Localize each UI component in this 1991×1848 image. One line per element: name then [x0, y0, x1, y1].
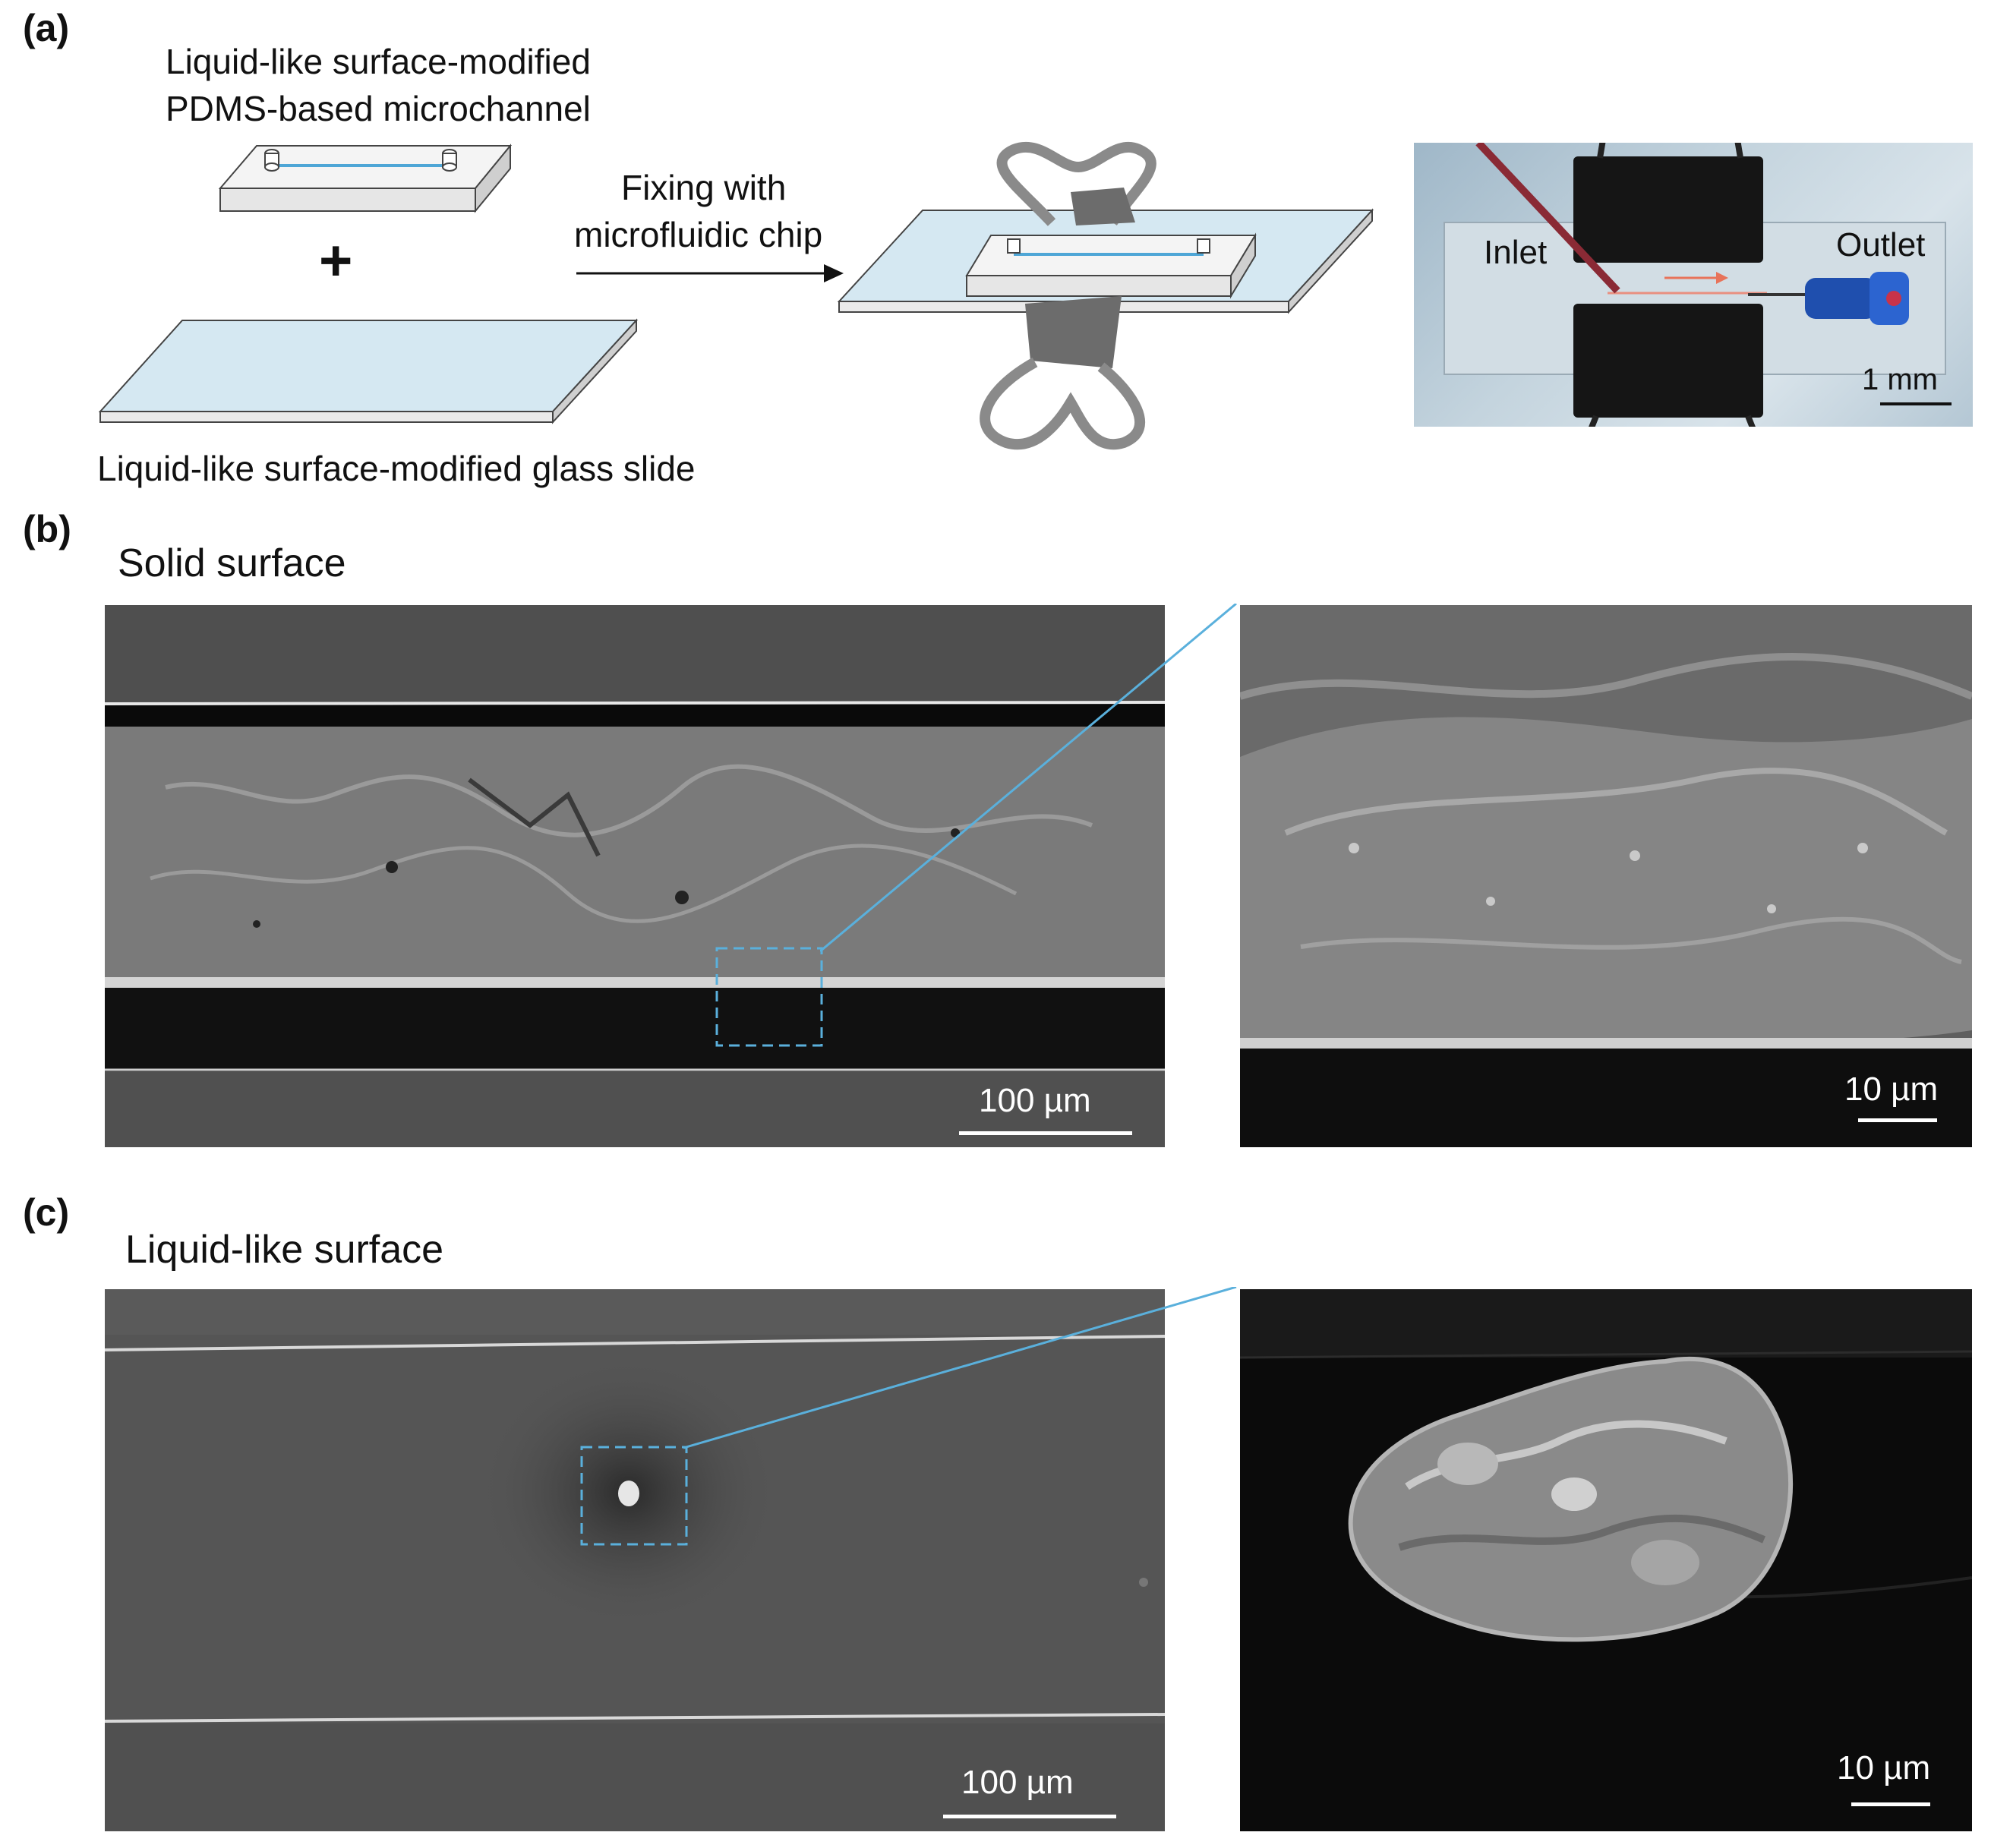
- particle-small: [618, 1481, 639, 1506]
- panel-c-title: Liquid-like surface: [125, 1228, 444, 1272]
- sem-solid-overview-drawing: [105, 605, 1165, 1147]
- sem-liquid-zoom: 10 µm: [1240, 1289, 1972, 1831]
- chip-photo-drawing: [1444, 143, 1946, 427]
- panel-b-label: (b): [23, 508, 71, 550]
- channel-caption-line1: Liquid-like surface-modified: [166, 42, 591, 81]
- plus-sign: +: [319, 229, 353, 293]
- zoom-box-b: [715, 947, 823, 1047]
- panel-c-right-scale: 10 µm: [1837, 1749, 1931, 1787]
- zoom-line-c: [683, 1287, 1237, 1449]
- photo-outlet-label: Outlet: [1836, 226, 1926, 263]
- sem-solid-overview: 100 µm: [105, 605, 1165, 1147]
- assembled-chip-diagram: [837, 141, 1374, 450]
- panel-c-label: (c): [23, 1191, 70, 1234]
- arrow-caption-line1: Fixing with: [621, 168, 787, 207]
- panel-b-title: Solid surface: [118, 541, 346, 585]
- bottom-binder-clip-icon: [980, 296, 1145, 450]
- photo-inlet-label: Inlet: [1484, 234, 1548, 271]
- panel-b-right-scale: 10 µm: [1844, 1071, 1939, 1108]
- zoom-line-b: [820, 604, 1237, 953]
- chip-photo: Inlet Outlet 1 mm: [1414, 143, 1973, 427]
- panel-a-label: (a): [23, 7, 70, 49]
- process-arrow-icon: [576, 264, 844, 282]
- slide-caption: Liquid-like surface-modified glass slide: [97, 449, 696, 488]
- outlet-port-icon: [442, 149, 457, 172]
- sem-liquid-overview: 100 µm: [105, 1289, 1165, 1831]
- channel-caption-line2: PDMS-based microchannel: [166, 89, 591, 128]
- glass-slide-diagram: [98, 318, 639, 424]
- top-binder-clip-icon: [996, 141, 1156, 226]
- photo-scale-bar: [1880, 402, 1952, 405]
- sem-liquid-zoom-drawing: [1240, 1289, 1972, 1806]
- sem-solid-zoom: 10 µm: [1240, 605, 1972, 1147]
- sem-liquid-overview-drawing: [105, 1289, 1165, 1831]
- pdms-block-diagram: [218, 143, 513, 213]
- arrow-caption-line2: microfluidic chip: [574, 215, 823, 254]
- panel-c-left-scale: 100 µm: [961, 1764, 1074, 1801]
- inlet-port-icon: [264, 149, 279, 172]
- sem-solid-zoom-drawing: [1240, 605, 1972, 1147]
- panel-b-left-scale: 100 µm: [979, 1082, 1091, 1119]
- zoom-box-c: [580, 1446, 688, 1546]
- photo-scale-label: 1 mm: [1862, 363, 1938, 396]
